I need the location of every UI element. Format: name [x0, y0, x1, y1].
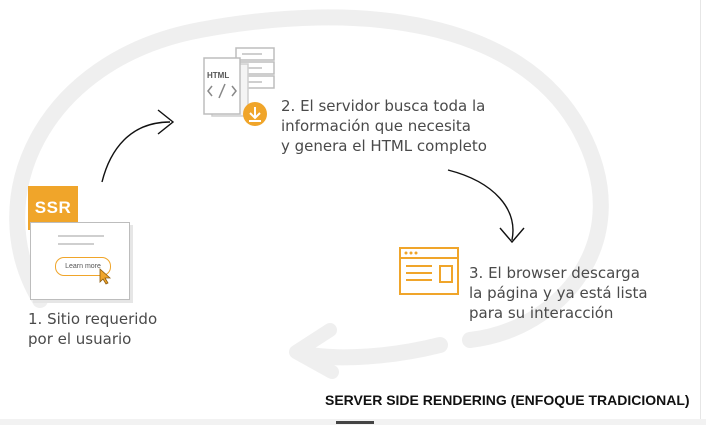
step-2-text: 2. El servidor busca toda la información…	[281, 96, 487, 156]
step-1-line-2: por el usuario	[28, 330, 132, 348]
diagram-title: SERVER SIDE RENDERING (ENFOQUE TRADICION…	[325, 392, 690, 408]
step-1-text: 1. Sitio requerido por el usuario	[28, 309, 157, 349]
cursor-icon	[99, 268, 112, 285]
footer-indicator	[336, 421, 374, 424]
step-3-text: 3. El browser descarga la página y ya es…	[469, 263, 648, 323]
page-lines-icon	[58, 235, 104, 245]
step-2-line-1: 2. El servidor busca toda la	[281, 97, 486, 115]
step-2-line-2: información que necesita	[281, 117, 471, 135]
learn-more-button: Learn more	[55, 257, 111, 276]
step-3-line-3: para su interacción	[469, 304, 614, 322]
step-1-line-1: 1. Sitio requerido	[28, 310, 158, 328]
html-label: HTML	[207, 71, 230, 80]
step-3-line-2: la página y ya está lista	[469, 284, 648, 302]
step-2-line-3: y genera el HTML completo	[281, 137, 487, 155]
html-server-icon	[203, 47, 275, 126]
right-divider	[700, 0, 701, 425]
step-3-line-1: 3. El browser descarga	[469, 264, 640, 282]
browser-window-icon	[399, 247, 459, 295]
